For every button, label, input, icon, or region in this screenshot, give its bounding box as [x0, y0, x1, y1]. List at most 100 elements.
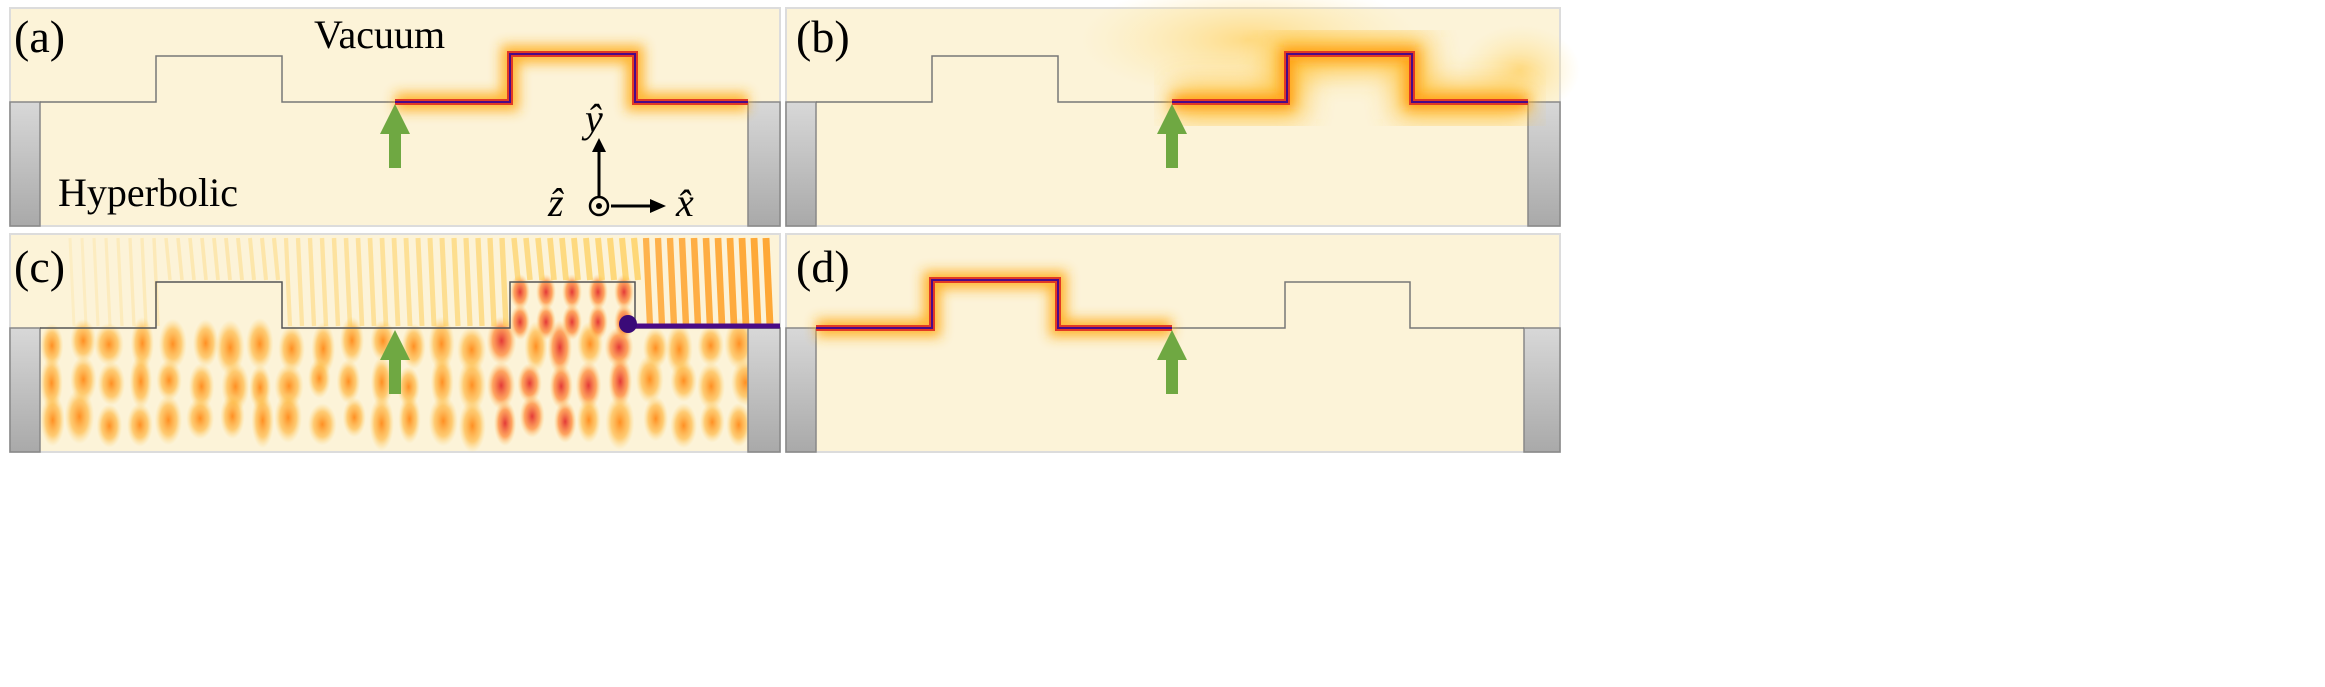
bulk-mode-lobe	[457, 357, 487, 413]
panel-a-right-wall	[747, 101, 781, 227]
bulk-mode-lobe	[576, 396, 601, 444]
vacuum-ripple	[379, 237, 389, 327]
bulk-mode-lobe	[517, 363, 542, 404]
bulk-mode-lobe	[307, 403, 337, 446]
bulk-mode-lobe	[156, 359, 182, 401]
panel-a-interface	[40, 55, 395, 103]
bulk-mode-lobe	[697, 324, 724, 367]
panel-c-vacuum-ripples	[68, 237, 774, 327]
bulk-mode-lobe	[670, 359, 698, 402]
panel-a-left-wall	[9, 101, 41, 227]
bulk-mode-lobe	[342, 397, 366, 438]
vacuum-ripple	[511, 237, 521, 281]
panel-d-edge-core	[816, 279, 1172, 329]
vacuum-ripple	[618, 237, 630, 281]
bulk-mode-lobe	[510, 274, 530, 310]
vacuum-ripple	[559, 237, 569, 281]
vacuum-ripple	[499, 237, 509, 327]
bulk-mode-lobe	[726, 402, 752, 447]
panel-b: (b)	[785, 0, 1580, 227]
panel-c-left-wall	[9, 327, 41, 453]
panel-d-source-arrow	[1157, 330, 1187, 394]
bulk-mode-lobe	[192, 319, 219, 368]
bulk-mode-lobe	[553, 400, 577, 443]
bulk-mode-lobe	[186, 397, 215, 440]
vacuum-ripple	[415, 237, 425, 327]
bulk-mode-lobe	[549, 363, 573, 410]
vacuum-ripple	[630, 237, 642, 281]
vacuum-ripple	[666, 237, 678, 327]
vacuum-ripple	[295, 237, 305, 327]
bulk-mode-lobe	[129, 354, 153, 409]
panel-b-edge-core	[1172, 53, 1528, 103]
vacuum-ripple	[259, 237, 269, 281]
bulk-mode-lobe	[251, 392, 275, 449]
bulk-mode-lobe	[562, 304, 582, 340]
bulk-mode-lobe	[608, 355, 633, 408]
vacuum-ripple	[92, 237, 100, 327]
panel-d: (d)	[785, 233, 1561, 453]
vacuum-ripple	[104, 237, 112, 327]
vacuum-ripple	[451, 237, 461, 327]
panel-d-left-wall	[785, 327, 817, 453]
vacuum-ripple	[140, 237, 148, 327]
vacuum-ripple	[391, 237, 401, 327]
vacuum-ripple	[319, 237, 329, 327]
vacuum-ripple	[427, 237, 437, 327]
vacuum-ripple	[726, 237, 738, 327]
vacuum-ripple	[702, 237, 714, 327]
bulk-mode-lobe	[96, 403, 123, 448]
bulk-mode-lobe	[635, 354, 664, 405]
vacuum-ripple	[738, 237, 750, 327]
vacuum-ripple	[583, 237, 593, 281]
vacuum-ripple	[80, 237, 88, 327]
bulk-mode-lobe	[699, 401, 725, 443]
bulk-mode-lobe	[588, 274, 608, 310]
bulk-mode-lobe	[493, 400, 517, 447]
panel-c-hotspot	[619, 315, 637, 333]
panel-d-label: (d)	[796, 241, 850, 292]
vacuum-ripple	[355, 237, 365, 327]
bulk-mode-lobe	[158, 318, 187, 370]
bulk-mode-lobe	[724, 317, 754, 370]
vacuum-ripple	[439, 237, 449, 327]
vacuum-ripple	[188, 237, 196, 281]
vacuum-ripple	[283, 237, 293, 327]
bulk-mode-lobe	[536, 304, 556, 340]
bulk-mode-lobe	[428, 395, 458, 447]
vacuum-ripple	[212, 237, 220, 281]
vacuum-ripple	[367, 237, 377, 327]
vacuum-ripple	[403, 237, 413, 327]
bulk-mode-lobe	[398, 394, 421, 444]
bulk-mode-lobe	[614, 274, 634, 310]
panel-b-left-wall	[785, 101, 817, 227]
vacuum-ripple	[236, 237, 244, 281]
bulk-mode-lobe	[336, 359, 361, 404]
panel-b-radiation	[1080, 0, 1420, 100]
bulk-mode-lobe	[670, 402, 698, 449]
vacuum-ripple	[762, 237, 774, 327]
bulk-mode-lobe	[308, 358, 331, 399]
vacuum-ripple	[606, 237, 618, 281]
bulk-mode-lobe	[40, 393, 65, 447]
panel-c-source-arrow	[380, 330, 410, 394]
axis-z-label: ẑ	[547, 180, 564, 225]
axis-x-label: x̂	[675, 180, 694, 225]
vacuum-ripple	[68, 237, 76, 327]
vacuum-ripple	[750, 237, 762, 327]
vacuum-ripple	[714, 237, 726, 327]
bulk-mode-lobe	[430, 355, 454, 410]
bulk-mode-lobe	[369, 395, 394, 451]
bulk-mode-lobe	[40, 323, 64, 368]
bulk-mode-lobe	[154, 394, 183, 446]
bulk-mode-lobe	[510, 304, 530, 340]
panel-a-source-arrow	[380, 104, 410, 168]
vacuum-ripple	[642, 237, 654, 327]
panel-a: ŷ x̂ ẑ (a) Vacuum Hyperbolic	[9, 7, 781, 227]
bulk-mode-lobe	[370, 356, 393, 409]
vacuum-ripple	[248, 237, 256, 281]
bulk-mode-lobe	[220, 393, 245, 440]
bulk-mode-lobe	[428, 316, 455, 372]
bulk-mode-lobe	[588, 304, 608, 340]
